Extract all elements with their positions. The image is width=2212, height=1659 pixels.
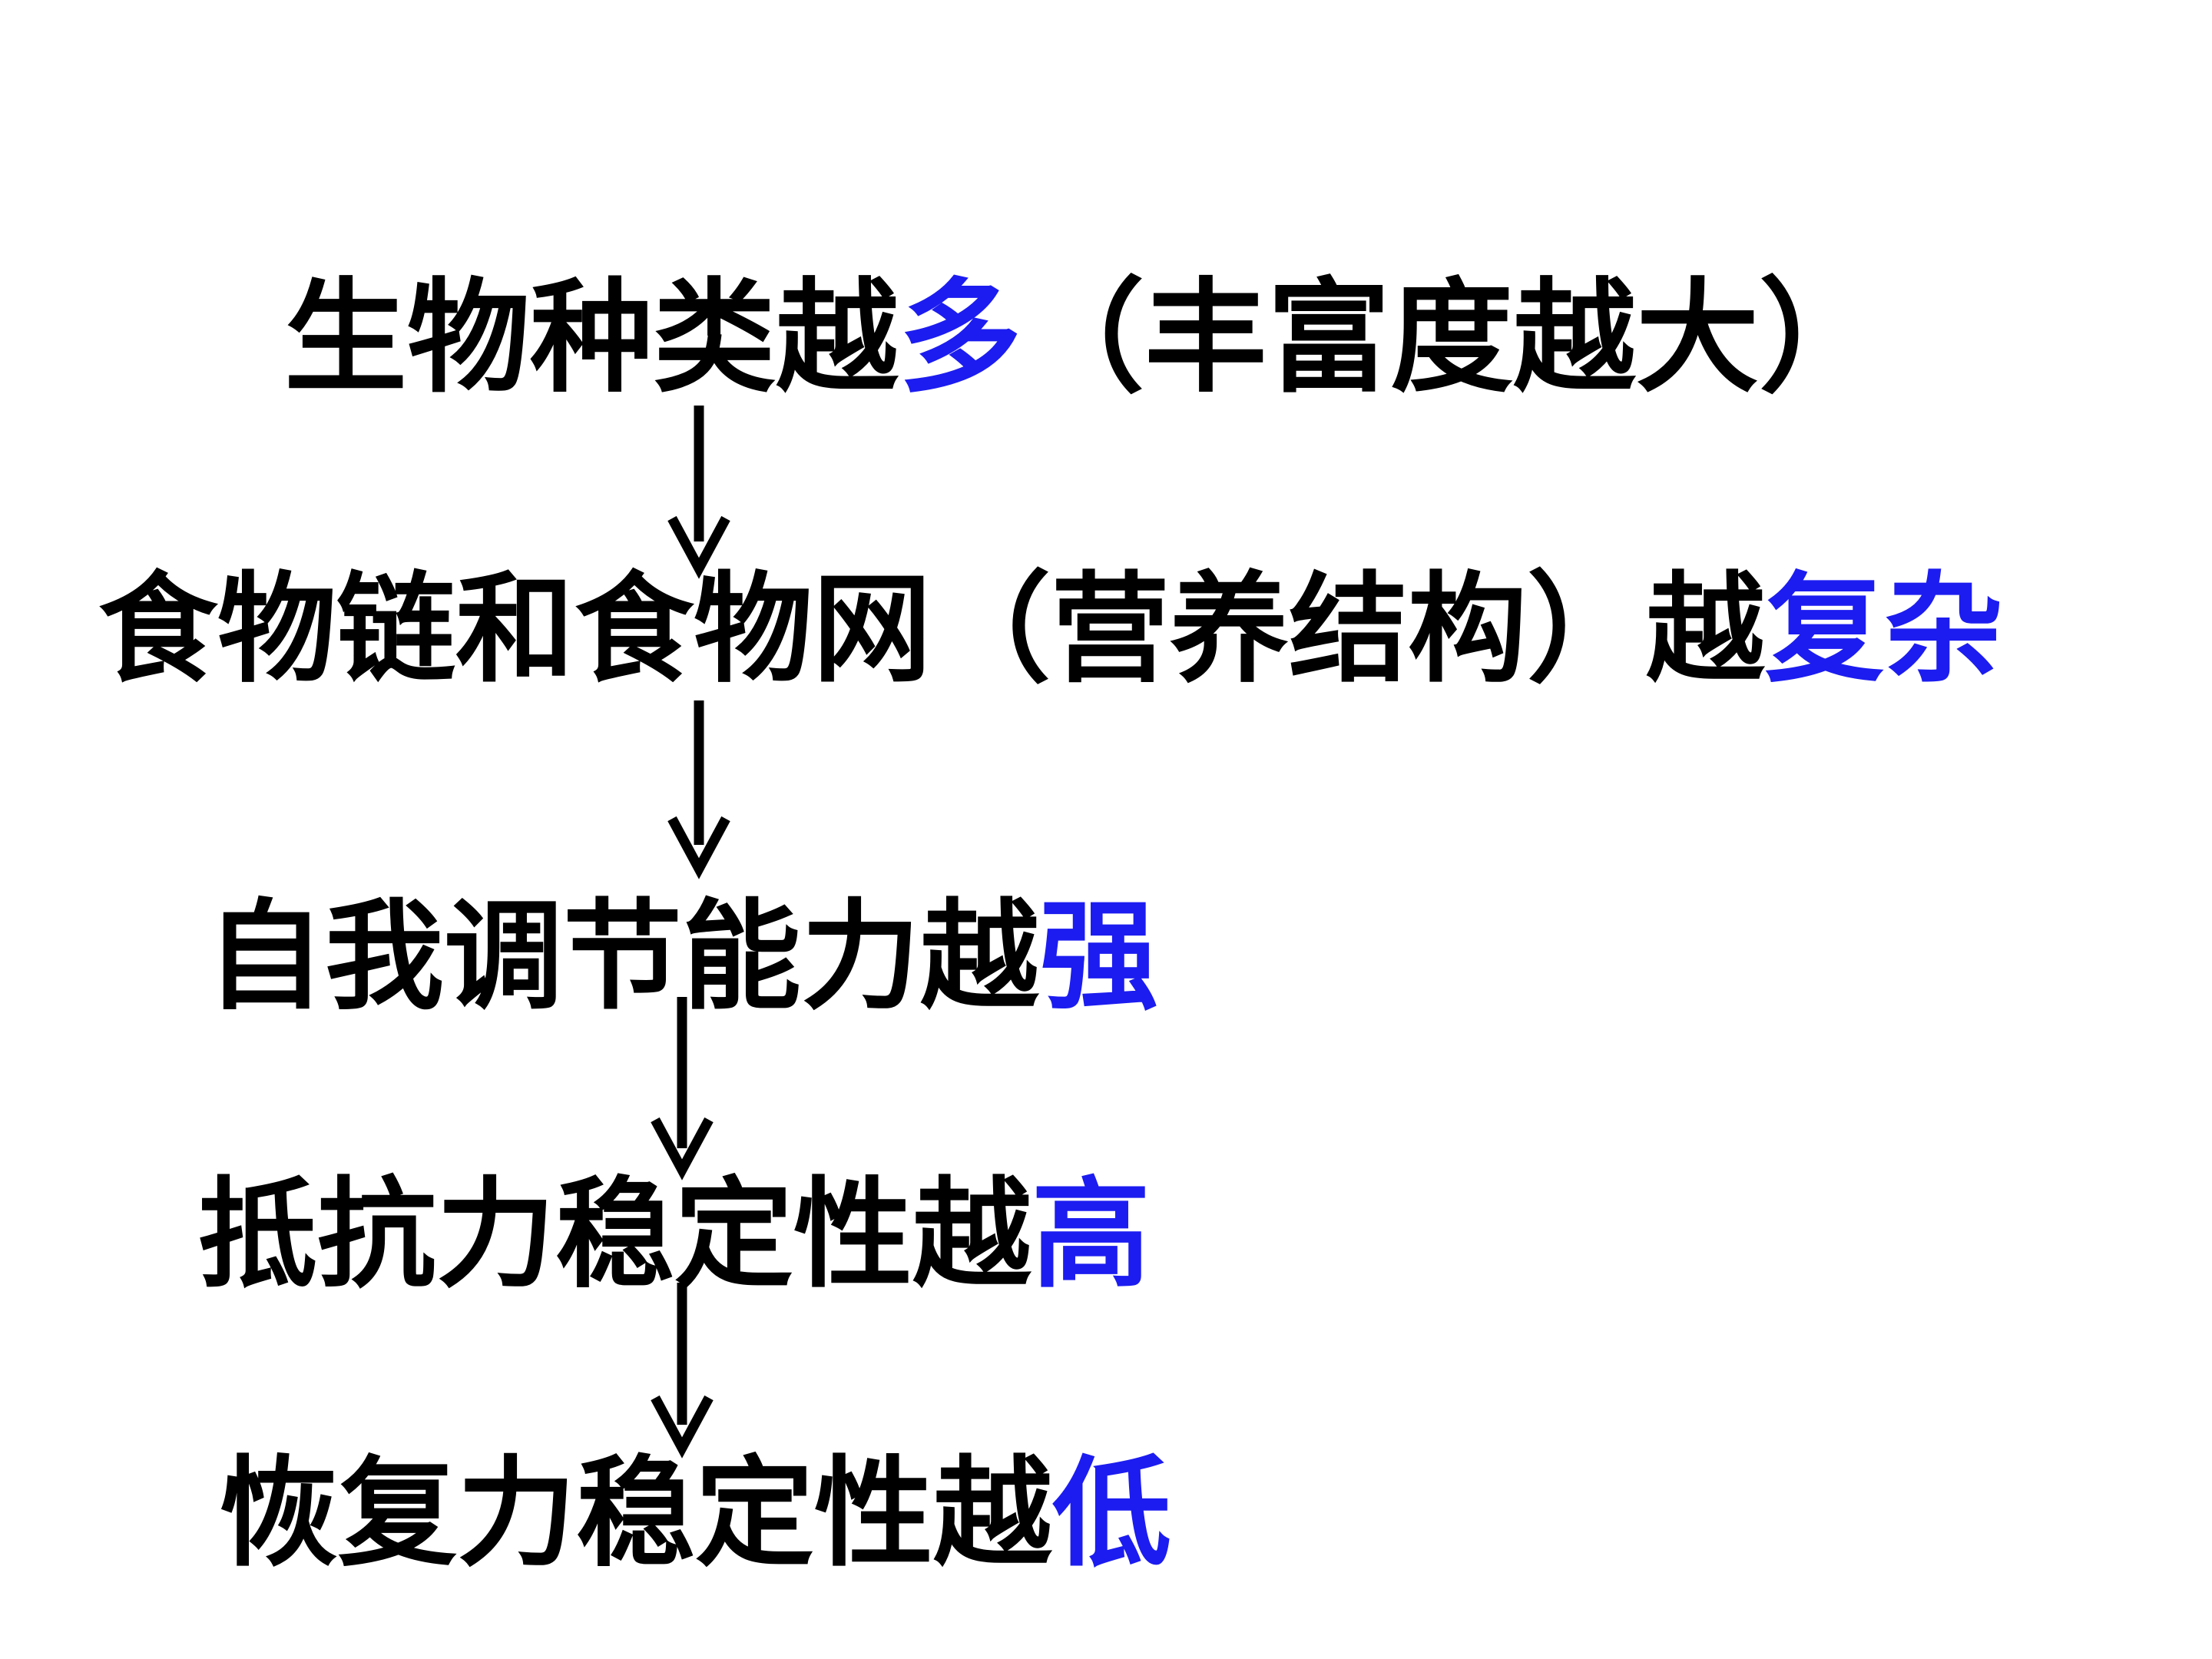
- line-text: 生物种类越: [284, 266, 899, 409]
- line-highlight: 高: [1031, 1165, 1151, 1304]
- diagram-line-self-regulation: 自我调节能力越强: [206, 897, 1158, 1016]
- arrow-4: [651, 1283, 714, 1459]
- line-text: 食物链和食物网（营养结构）越: [98, 560, 1765, 699]
- line-text: 抵抗力稳定性越: [198, 1165, 1031, 1304]
- line-highlight: 低: [1052, 1444, 1171, 1583]
- line-tail: （丰富度越大）: [1022, 266, 1883, 409]
- diagram-line-resilience-stability: 恢复力稳定性越低: [219, 1454, 1171, 1573]
- arrow-3: [651, 997, 714, 1181]
- line-text: 自我调节能力越: [206, 887, 1039, 1026]
- line-highlight: 多: [899, 266, 1022, 409]
- line-text: 恢复力稳定性越: [219, 1444, 1052, 1583]
- line-highlight: 强: [1039, 887, 1158, 1026]
- arrow-2: [667, 700, 730, 879]
- arrow-1: [667, 406, 730, 579]
- diagram-line-species-richness: 生物种类越多（丰富度越大）: [284, 276, 1882, 399]
- diagram-line-resistance-stability: 抵抗力稳定性越高: [198, 1175, 1151, 1294]
- line-highlight: 复杂: [1765, 560, 2003, 699]
- diagram-line-food-web: 食物链和食物网（营养结构）越复杂: [98, 570, 2003, 689]
